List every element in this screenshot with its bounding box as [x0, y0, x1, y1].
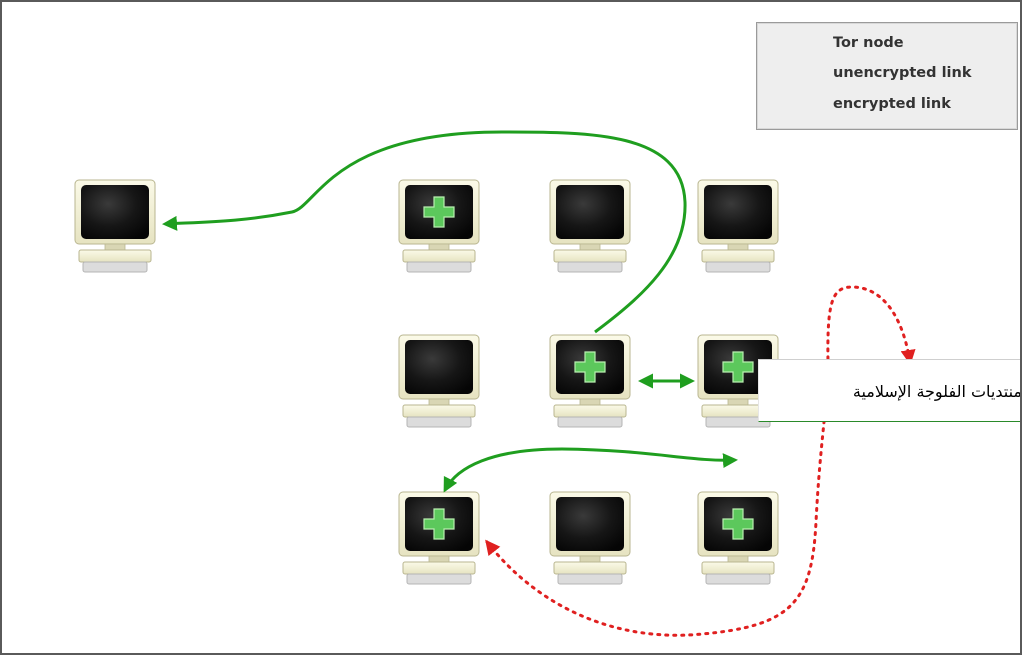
encrypted-link-exit — [443, 447, 738, 493]
tor-node-computer-row1-a — [398, 179, 480, 273]
monitor-icon — [398, 334, 480, 428]
unencrypted-link — [485, 285, 916, 637]
legend-label-tor-node: Tor node — [833, 35, 904, 51]
monitor-icon — [697, 179, 779, 273]
destination-site-name: منتديات الفلوجة الإسلامية — [852, 382, 1022, 401]
legend: Tor node unencrypted link encrypted link — [756, 22, 1018, 130]
computer-row2-a — [398, 334, 480, 428]
legend-label-encrypted: encrypted link — [833, 96, 951, 112]
monitor-icon — [74, 179, 156, 273]
destination-site-label: منتديات الفلوجة الإسلامية — [758, 359, 1022, 422]
tor-node-computer-row3-a — [398, 491, 480, 585]
monitor-icon — [549, 179, 631, 273]
computer-row3-b — [549, 491, 631, 585]
tor-node-computer-row2-b — [549, 334, 631, 428]
computer-client — [74, 179, 156, 273]
encrypted-link-client — [162, 130, 687, 334]
computer-row1-b — [549, 179, 631, 273]
tor-node-computer-row3-c — [697, 491, 779, 585]
legend-label-unencrypted: unencrypted link — [833, 65, 972, 81]
monitor-icon — [549, 491, 631, 585]
computer-row1-c — [697, 179, 779, 273]
